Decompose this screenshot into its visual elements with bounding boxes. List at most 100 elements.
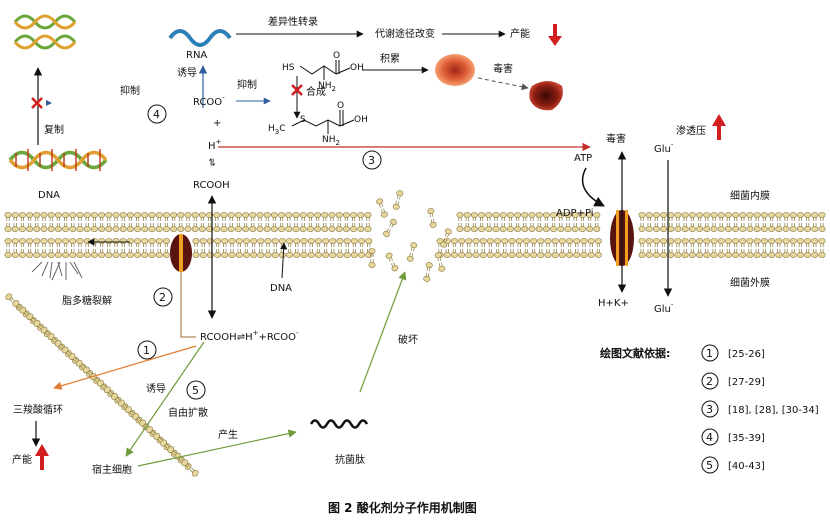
lipid-pair <box>235 238 243 258</box>
lipid-pair <box>710 238 718 258</box>
lipid-pair <box>746 212 754 232</box>
lipid-pair <box>818 212 826 232</box>
lipid-pair <box>18 238 26 258</box>
svg-text:5: 5 <box>192 384 199 397</box>
lipid-pair <box>191 212 199 232</box>
lipid-pair <box>638 238 646 258</box>
svg-text:4: 4 <box>153 108 160 121</box>
lipid-pair <box>440 228 452 248</box>
lipid-pair <box>134 238 142 258</box>
circle-1-marker: 1 <box>137 340 157 360</box>
amp-label: 抗菌肽 <box>335 453 365 466</box>
lipid-pair <box>278 238 286 258</box>
lipid-pair <box>358 238 366 258</box>
toxic-dashed-arrow <box>477 77 529 91</box>
energy-top-label: 产能 <box>510 27 530 40</box>
lipid-pair <box>198 212 206 232</box>
lipid-pair <box>263 212 271 232</box>
lipid-pair <box>335 212 343 232</box>
lipid-pair <box>220 212 228 232</box>
lipid-pair <box>768 238 776 258</box>
lipid-pair <box>544 238 552 258</box>
toxin-blob-icon <box>435 54 475 86</box>
lipid-pair <box>578 212 586 232</box>
destroy-label: 破坏 <box>398 333 418 346</box>
lipid-pair <box>804 238 812 258</box>
induce-top-label: 诱导 <box>177 66 197 79</box>
host-cell-label: 宿主细胞 <box>92 463 132 476</box>
lipid-pair <box>470 212 478 232</box>
lipid-pair <box>162 238 170 258</box>
legend-number-circle <box>701 428 719 446</box>
lipid-pair <box>406 242 418 262</box>
lipid-pair <box>336 238 344 258</box>
circle-5-marker: 5 <box>186 380 206 400</box>
lipid-pair <box>696 238 704 258</box>
lipid-pair <box>593 212 601 232</box>
dna-label: DNA <box>38 190 60 201</box>
lipid-pair <box>40 238 48 258</box>
lipid-pair <box>724 212 732 232</box>
lipid-pair <box>688 212 696 232</box>
lipid-pair <box>69 212 77 232</box>
lipid-pair <box>796 212 804 232</box>
lipid-pair <box>47 212 55 232</box>
lipid-pair <box>234 212 242 232</box>
lipid-pair <box>98 212 106 232</box>
lipid-pair <box>321 212 329 232</box>
tca-label: 三羧酸循环 <box>13 403 63 416</box>
lipid-pair <box>184 212 192 232</box>
up-arrow-icon <box>712 114 726 140</box>
lipid-pair <box>551 238 559 258</box>
lipid-pair <box>557 212 565 232</box>
bacterial-membrane-upper <box>4 212 826 258</box>
inhibit-mid-label: 抑制 <box>237 78 257 91</box>
lipid-pair <box>270 212 278 232</box>
lipid-pair <box>674 212 682 232</box>
circle-3-marker: 3 <box>362 150 382 170</box>
lipid-pair <box>486 238 494 258</box>
lipid-pair <box>328 212 336 232</box>
rcooh-label: RCOOH <box>193 180 230 191</box>
lipid-pair <box>350 212 358 232</box>
legend-number: 4 <box>706 431 713 444</box>
adp-label: ADP+Pi <box>556 208 594 219</box>
lipid-pair <box>249 212 257 232</box>
lipid-pair <box>76 212 84 232</box>
lipid-pair <box>242 212 250 232</box>
oh-bottom-label: OH <box>354 115 368 125</box>
dna-mid-arrow <box>280 242 288 279</box>
replicate-label: 复制 <box>44 123 64 136</box>
hk-label: H+K+ <box>598 298 629 309</box>
lipid-pair <box>54 212 62 232</box>
lipid-pair <box>155 238 163 258</box>
lipid-pair <box>206 238 214 258</box>
lipid-pair <box>434 252 446 272</box>
tca-arrow <box>53 345 197 390</box>
svg-text:3: 3 <box>368 154 375 167</box>
rcooh-equilibrium-label: RCOOH⇌H++RCOO- <box>200 329 299 343</box>
lipid-pair <box>681 238 689 258</box>
lipid-pair <box>465 238 473 258</box>
diff-transcription-label: 差异性转录 <box>268 15 318 28</box>
lipid-pair <box>804 212 812 232</box>
lipid-pair <box>4 212 12 232</box>
glu-bottom-label: Glu- <box>654 301 674 315</box>
lipid-pair <box>285 212 293 232</box>
free-diffusion-label: 自由扩散 <box>168 406 208 419</box>
legend-title: 绘图文献依据: <box>600 346 670 360</box>
rcoo-top-label: RCOO- <box>193 94 225 108</box>
lipid-pair <box>181 459 199 477</box>
lipid-pair <box>542 212 550 232</box>
lipid-pair <box>98 238 106 258</box>
lipid-pair <box>530 238 538 258</box>
lipid-pair <box>811 238 819 258</box>
lipid-pair <box>83 238 91 258</box>
lipid-pair <box>522 238 530 258</box>
lipid-pair <box>306 212 314 232</box>
lipid-pair <box>264 238 272 258</box>
lipid-pair <box>760 212 768 232</box>
lipid-pair <box>463 212 471 232</box>
legend-item: 3[18], [28], [30-34] <box>701 400 819 418</box>
